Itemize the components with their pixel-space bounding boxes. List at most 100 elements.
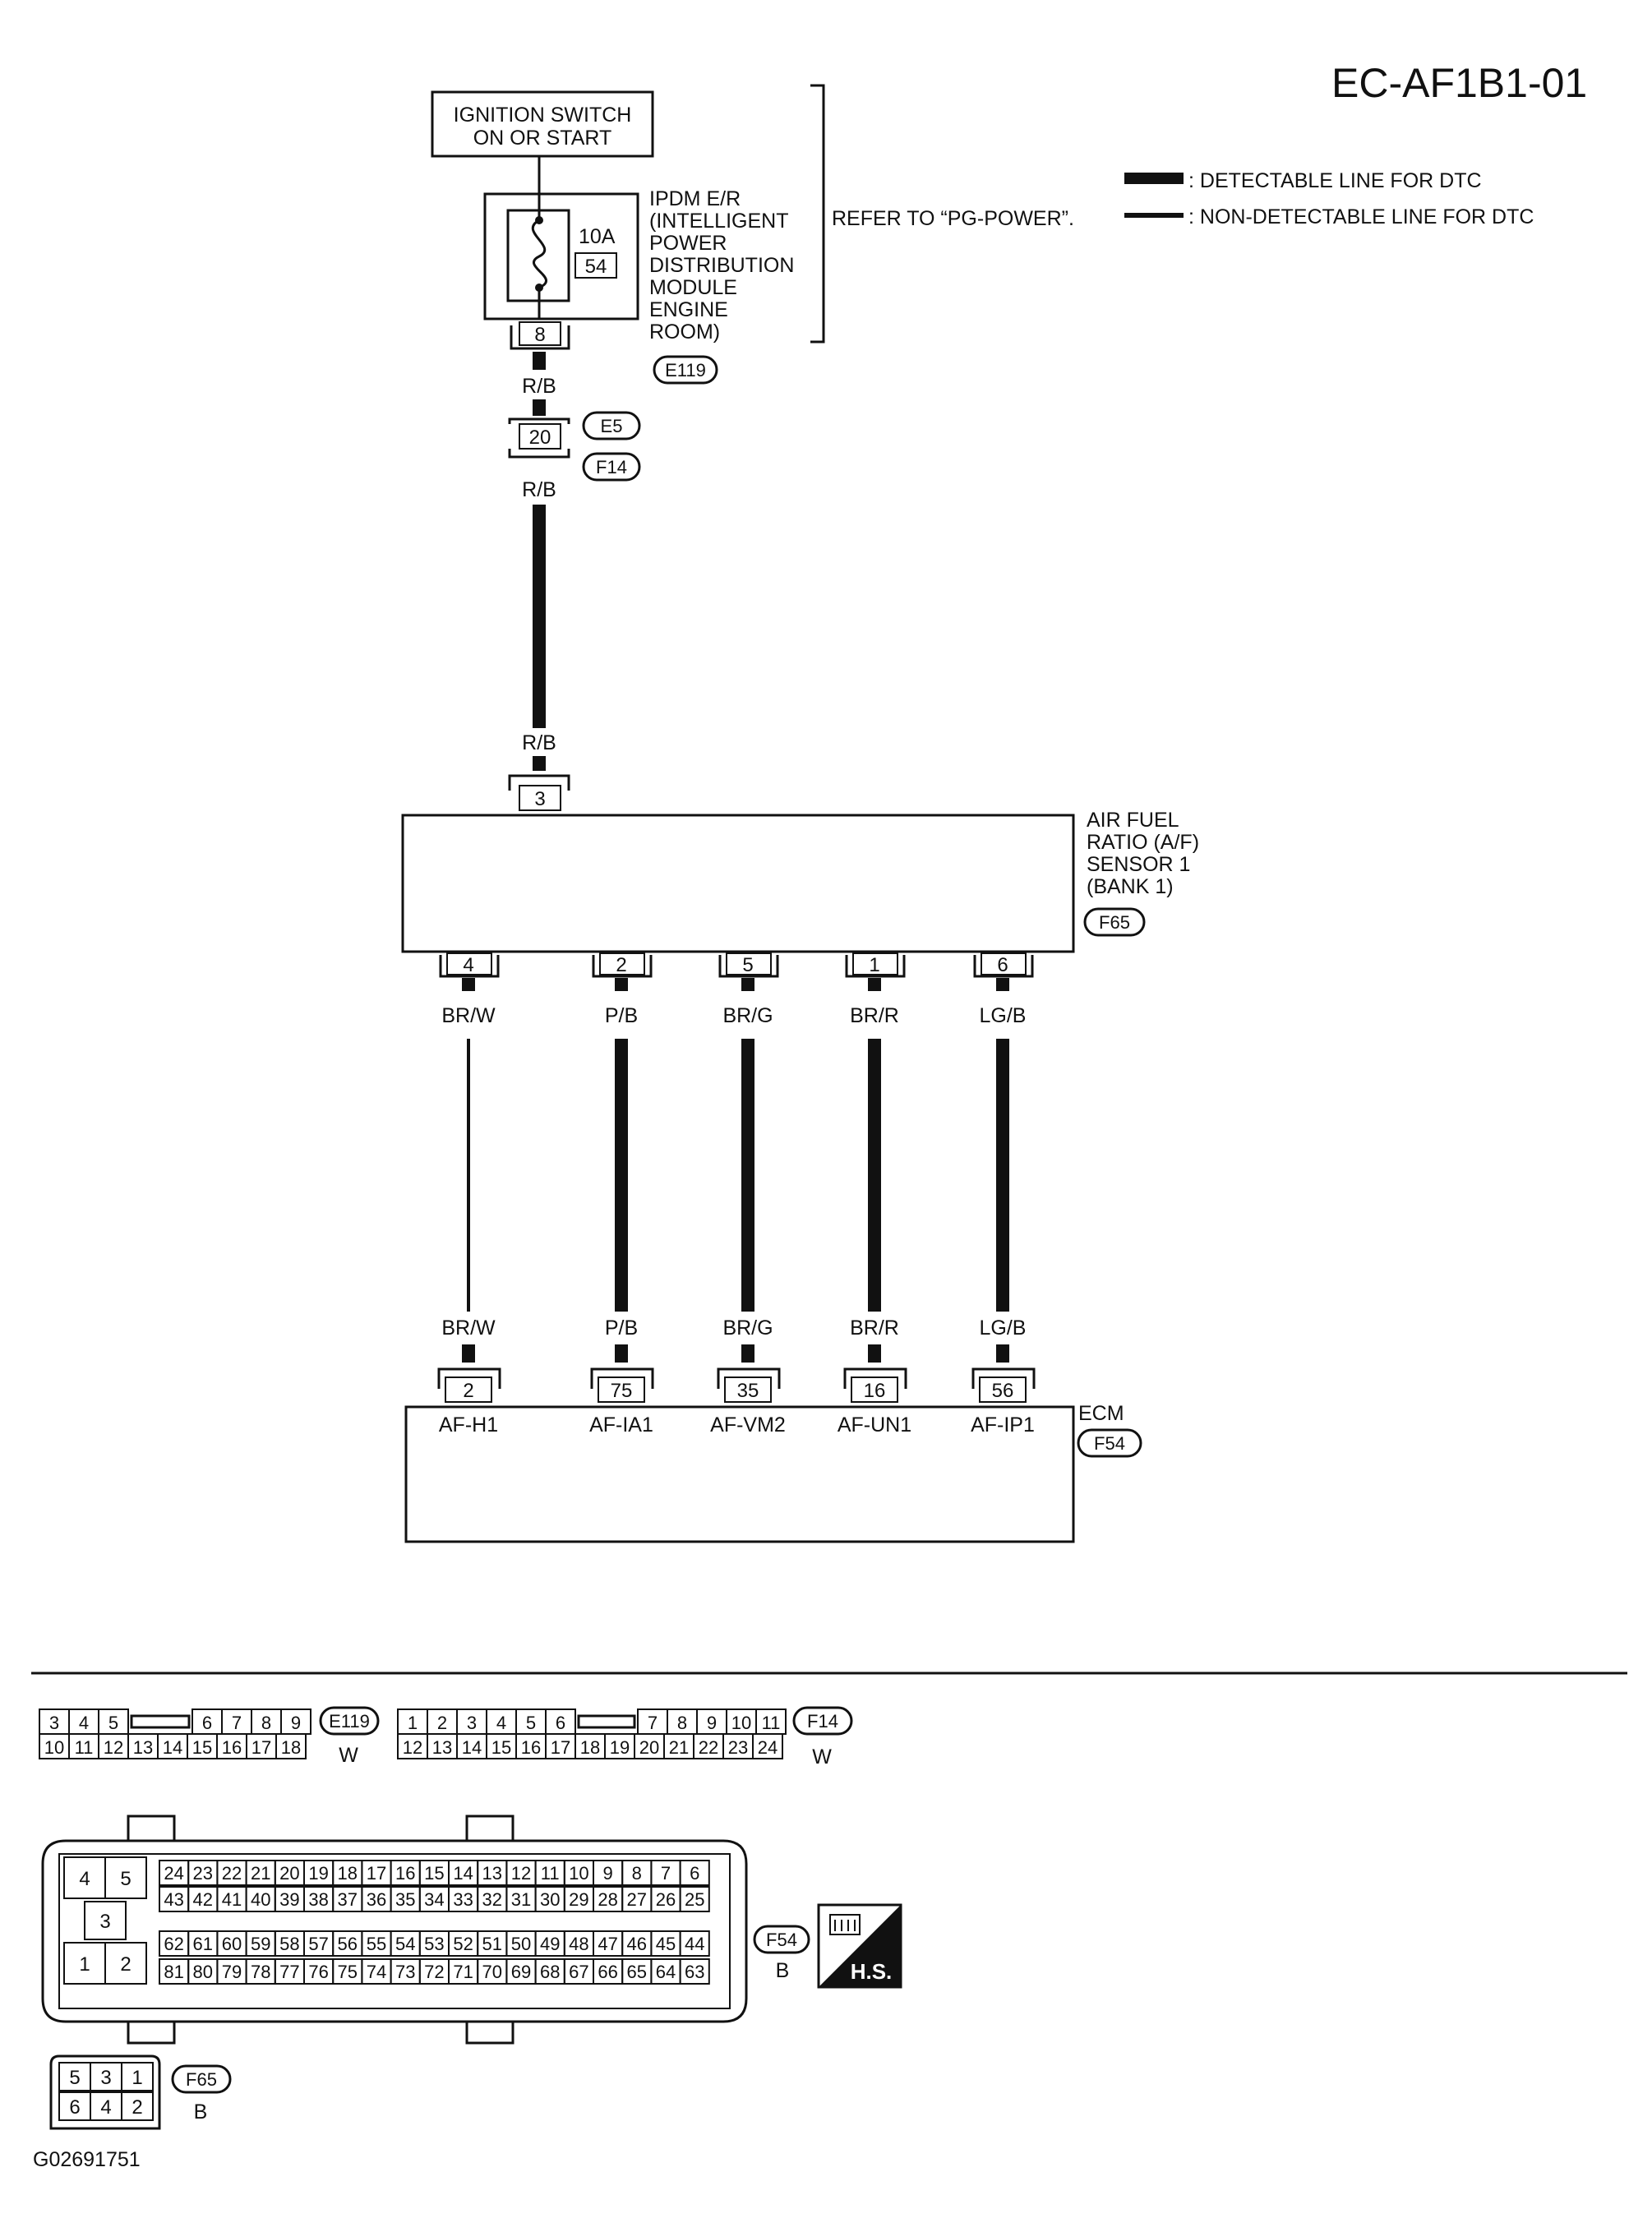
- sensor-pin-number: 2: [616, 954, 626, 976]
- ignition-line2: ON OR START: [473, 127, 612, 150]
- connector-pin: 1: [79, 1953, 90, 1976]
- connector-tag-f54: F54: [1077, 1428, 1142, 1458]
- ipdm-terminal-8: 8: [510, 321, 570, 350]
- f14-color: W: [812, 1745, 832, 1768]
- connector-pin: 51: [482, 1934, 502, 1954]
- connector-pin: 76: [308, 1962, 328, 1982]
- connector-pin: 22: [222, 1863, 242, 1884]
- svg-text:MODULE: MODULE: [649, 276, 737, 299]
- connector-pin: 71: [453, 1962, 473, 1982]
- connector-pin: 5: [526, 1713, 536, 1733]
- connector-pin: 15: [424, 1863, 444, 1884]
- ecm-pin-number: 35: [737, 1380, 759, 1402]
- connector-pin: 80: [193, 1962, 213, 1982]
- ignition-line1: IGNITION SWITCH: [454, 104, 632, 127]
- connector-pin: 28: [598, 1889, 617, 1910]
- ignition-switch-box: IGNITION SWITCH ON OR START: [431, 90, 654, 158]
- wire-color-label: BR/R: [850, 1004, 899, 1027]
- sensor-pin-box: [981, 952, 1027, 975]
- wire-color-label: LG/B: [980, 1317, 1027, 1340]
- connector-pin: 16: [521, 1737, 541, 1758]
- wire-color-label: P/B: [605, 1004, 638, 1027]
- connector-pin: 68: [540, 1962, 560, 1982]
- hs-badge-icon: H.S.: [817, 1903, 902, 1989]
- ecm-signal-name: AF-IP1: [971, 1413, 1035, 1436]
- wire-br-w: [467, 1039, 470, 1312]
- legend-non-detectable-label: : NON-DETECTABLE LINE FOR DTC: [1188, 205, 1534, 228]
- fuse-icon: [531, 194, 547, 319]
- connector-pin: 19: [308, 1863, 328, 1884]
- connector-pin: 6: [556, 1713, 565, 1733]
- connector-tag-e5: E5: [582, 411, 641, 440]
- connector-pin: 39: [279, 1889, 299, 1910]
- connector-pin: 13: [432, 1737, 452, 1758]
- connector-pin: 43: [164, 1889, 183, 1910]
- af-sensor-box: [401, 814, 1075, 953]
- ecm-signal-name: AF-UN1: [838, 1413, 911, 1436]
- connector-pin: 74: [367, 1962, 386, 1982]
- connector-pin: 23: [728, 1737, 748, 1758]
- svg-text:F14: F14: [807, 1711, 838, 1732]
- connector-pin: 12: [104, 1737, 123, 1758]
- connector-pin: 58: [279, 1934, 299, 1954]
- connector-pin: 46: [627, 1934, 647, 1954]
- ipdm-label: IPDM E/R (INTELLIGENT POWER DISTRIBUTION…: [649, 187, 794, 344]
- connector-pin: 25: [685, 1889, 704, 1910]
- connector-tag-f65-face: F65: [171, 2064, 232, 2094]
- svg-text:DISTRIBUTION: DISTRIBUTION: [649, 254, 794, 277]
- connector-pin: 8: [677, 1713, 687, 1733]
- svg-text:ROOM): ROOM): [649, 320, 720, 344]
- svg-text:F14: F14: [596, 457, 627, 477]
- connector-pin: 56: [338, 1934, 358, 1954]
- connector-pin: 21: [251, 1863, 270, 1884]
- legend: : DETECTABLE LINE FOR DTC : NON-DETECTAB…: [1124, 169, 1534, 228]
- wire-lg-b: [996, 1039, 1009, 1312]
- connector-pin: 17: [251, 1737, 271, 1758]
- ecm-pin-number: 2: [463, 1380, 473, 1402]
- sensor-pin-columns: 4BR/WBR/W2AF-H12P/BP/B75AF-IA15BR/GBR/G3…: [437, 952, 1036, 1436]
- sensor-pin-box: [446, 952, 492, 975]
- connector-pin: 3: [99, 1911, 110, 1933]
- connector-pin: 61: [193, 1934, 213, 1954]
- connector-pin: 30: [540, 1889, 560, 1910]
- connector-pin: 3: [467, 1713, 477, 1733]
- connector-pin: 29: [569, 1889, 588, 1910]
- wire-color-label: BR/G: [722, 1004, 773, 1027]
- connector-pin: 40: [251, 1889, 270, 1910]
- ipdm-box: 10A 54: [483, 192, 639, 320]
- connector-pin: 37: [338, 1889, 358, 1910]
- fuse-number: 54: [585, 256, 607, 278]
- diagram-code: EC-AF1B1-01: [1331, 60, 1587, 106]
- connector-pin: 4: [100, 2096, 111, 2119]
- connector-pin: 47: [598, 1934, 617, 1954]
- connector-pin: 24: [758, 1737, 778, 1758]
- connector-pin: 11: [75, 1737, 94, 1758]
- svg-text:E119: E119: [665, 360, 706, 380]
- connector-pin: 33: [453, 1889, 473, 1910]
- connector-pin: 3: [100, 2067, 111, 2089]
- e119-color: W: [339, 1744, 358, 1767]
- svg-text:8: 8: [534, 324, 545, 346]
- connector-pin: 14: [453, 1863, 473, 1884]
- svg-text:F65: F65: [1099, 912, 1130, 933]
- connector-pin: 2: [132, 2096, 142, 2119]
- connector-tag-e119-face: E119: [319, 1706, 380, 1736]
- connector-pin: 66: [598, 1962, 617, 1982]
- connector-pin: 26: [656, 1889, 676, 1910]
- connector-pin: 32: [482, 1889, 502, 1910]
- af-sensor-label: AIR FUEL RATIO (A/F) SENSOR 1 (BANK 1): [1087, 809, 1199, 898]
- connector-pin: 5: [120, 1868, 131, 1890]
- connector-pin: 5: [69, 2067, 80, 2089]
- wire-rb-segment-2: [533, 505, 546, 728]
- svg-text:RATIO (A/F): RATIO (A/F): [1087, 831, 1199, 854]
- connector-pin: 55: [367, 1934, 386, 1954]
- ecm-label: ECM: [1078, 1402, 1124, 1425]
- sensor-pin-number: 6: [997, 954, 1008, 976]
- connector-pin: 77: [279, 1962, 299, 1982]
